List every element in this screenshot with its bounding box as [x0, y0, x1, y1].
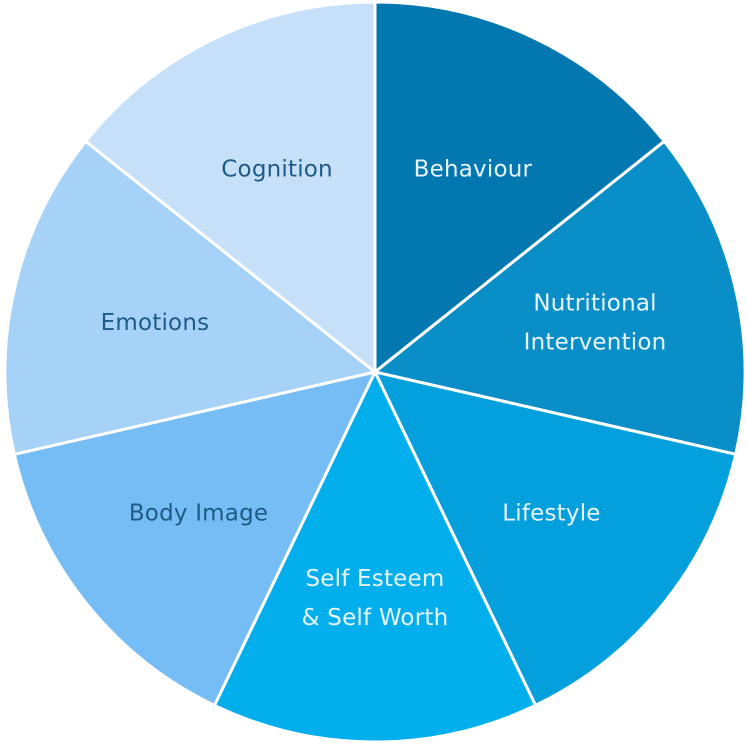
pie-label-line: Intervention	[524, 329, 667, 355]
pie-label-body-image: Body Image	[129, 501, 268, 527]
pie-slice-lifestyle	[373, 370, 738, 707]
pie-slice-body-image	[12, 370, 377, 707]
pie-label-line: Emotions	[101, 310, 210, 336]
pie-slice-nutritional-intervention	[373, 139, 746, 456]
pie-label-line: Behaviour	[414, 157, 533, 183]
pie-label-line: & Self Worth	[302, 605, 449, 631]
pie-label-line: Cognition	[221, 157, 333, 183]
pie-label-line: Self Esteem	[306, 566, 445, 592]
pie-label-line: Nutritional	[533, 290, 656, 316]
pie-label-lifestyle: Lifestyle	[502, 501, 600, 527]
pie-label-emotions: Emotions	[101, 310, 210, 336]
pie-label-behaviour: Behaviour	[414, 157, 533, 183]
pie-label-line: Lifestyle	[502, 501, 600, 527]
pie-slice-behaviour	[373, 0, 666, 374]
pie-label-self-esteem-and-self-worth: Self Esteem & Self Worth	[302, 566, 449, 631]
pie-slice-cognition	[84, 0, 377, 374]
pie-label-cognition: Cognition	[221, 157, 333, 183]
pie-slice-self-esteem-and-self-worth	[212, 370, 538, 744]
pie-slice-emotions	[3, 139, 377, 456]
pie-label-line: Body Image	[129, 501, 268, 527]
